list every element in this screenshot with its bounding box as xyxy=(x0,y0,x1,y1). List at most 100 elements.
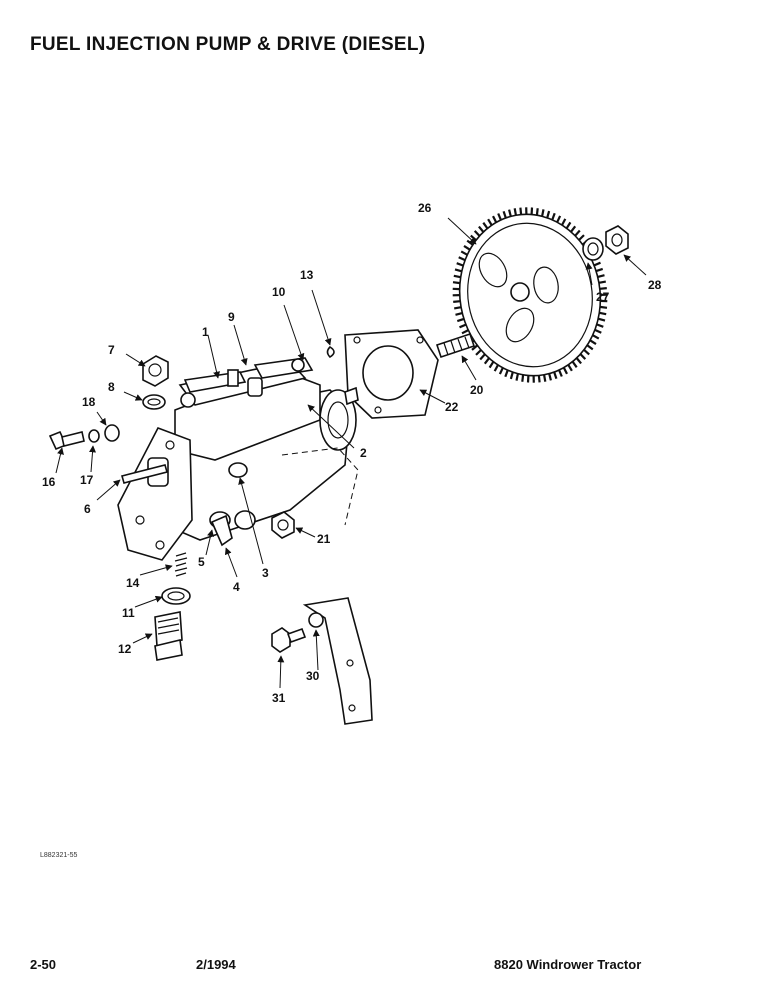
gear-tooth xyxy=(453,300,461,303)
gear-tooth xyxy=(597,274,605,278)
callout-8: 8 xyxy=(108,380,115,394)
gear-tooth xyxy=(535,208,539,216)
callout-27: 27 xyxy=(596,290,610,304)
banjo-bolt xyxy=(48,430,85,451)
gear-tooth xyxy=(599,287,607,290)
gear-tooth xyxy=(565,221,572,229)
gear-tooth xyxy=(562,367,568,375)
gear-tooth xyxy=(456,317,465,323)
gear-tooth xyxy=(548,373,552,381)
gear-tooth xyxy=(461,329,469,335)
callout-20: 20 xyxy=(470,383,484,397)
callout-30: 30 xyxy=(306,669,320,683)
gear-tooth xyxy=(553,371,558,380)
gear-tooth xyxy=(460,250,468,256)
gear-tooth xyxy=(466,239,474,246)
stud xyxy=(435,332,476,359)
gear-tooth xyxy=(595,267,604,273)
gear-tooth xyxy=(488,361,495,369)
page-number: 2-50 xyxy=(30,957,57,972)
callout-9: 9 xyxy=(228,310,235,324)
gear-tooth xyxy=(578,234,585,241)
gear-tooth xyxy=(599,311,607,316)
callout-21: 21 xyxy=(317,532,331,546)
gear-tooth xyxy=(551,212,556,221)
support-bracket xyxy=(302,597,373,725)
spring xyxy=(174,552,188,577)
callout-28: 28 xyxy=(648,278,662,292)
gear-tooth xyxy=(519,207,523,215)
gear-tooth xyxy=(571,360,578,368)
gear-tooth xyxy=(596,323,604,328)
gear-tooth xyxy=(556,215,562,223)
valve-washer xyxy=(161,587,191,605)
gear-tooth xyxy=(479,353,486,361)
gear-tooth xyxy=(478,225,485,233)
gear-tooth xyxy=(492,215,498,223)
gear-tooth xyxy=(521,374,525,382)
gear-tooth xyxy=(452,281,461,285)
gear-tooth xyxy=(475,349,482,356)
bracket-bolt xyxy=(271,627,307,653)
gear-tooth xyxy=(456,262,464,267)
gear-tooth xyxy=(593,261,601,267)
drive-gear xyxy=(452,207,608,383)
gear-tooth xyxy=(537,375,541,383)
gear-tooth xyxy=(586,344,594,351)
drive-outline-dashed xyxy=(281,447,359,526)
delivery-valve xyxy=(154,611,183,661)
injection-pump-body xyxy=(117,357,359,561)
model-name: 8820 Windrower Tractor xyxy=(494,957,642,972)
gear-tooth xyxy=(592,334,600,340)
gear-tooth xyxy=(579,353,587,360)
callout-16: 16 xyxy=(42,475,56,489)
gear-tooth xyxy=(558,369,563,377)
nut xyxy=(271,511,295,539)
gear-tooth xyxy=(567,364,573,372)
gear-tooth xyxy=(497,213,502,221)
lock-washer xyxy=(582,237,604,261)
gear-tooth xyxy=(599,305,608,309)
gear-tooth xyxy=(541,209,545,217)
gear-tooth xyxy=(463,244,471,251)
callout-4: 4 xyxy=(233,580,240,594)
sealing-washer xyxy=(142,394,166,410)
callout-17: 17 xyxy=(80,473,94,487)
woodruff-key xyxy=(326,345,335,359)
gear-tooth xyxy=(459,323,467,329)
fitting-plug xyxy=(142,355,169,387)
callout-13: 13 xyxy=(300,268,314,282)
callout-11: 11 xyxy=(122,606,135,620)
gear-tooth xyxy=(487,218,493,226)
gear-tooth xyxy=(455,312,463,316)
gear-tooth xyxy=(502,210,507,219)
gear-tooth xyxy=(483,357,490,365)
gear-tooth xyxy=(513,208,517,216)
gear-tooth xyxy=(543,374,547,382)
publication-date: 2/1994 xyxy=(196,957,236,972)
gear-tooth xyxy=(493,364,499,372)
callout-10: 10 xyxy=(272,285,286,299)
callout-numbers: 26 27 28 20 22 13 10 9 1 7 8 18 16 17 6 … xyxy=(42,201,662,705)
bracket-washer xyxy=(308,612,324,628)
gear-tooth xyxy=(583,348,590,356)
gear-tooth xyxy=(594,328,602,334)
gear-tooth xyxy=(458,256,466,262)
illustration-reference: L882321-55 xyxy=(40,852,78,859)
gear-tooth xyxy=(515,373,519,381)
gear-tooth xyxy=(504,369,509,378)
page-title: FUEL INJECTION PUMP & DRIVE (DIESEL) xyxy=(30,34,426,55)
callout-26: 26 xyxy=(418,201,432,215)
callout-7: 7 xyxy=(108,343,115,357)
gear-tooth xyxy=(575,357,582,365)
gear-tooth xyxy=(570,225,577,233)
gasket xyxy=(344,329,439,419)
gear-tooth xyxy=(498,367,504,375)
gear-tooth xyxy=(597,317,606,322)
banjo-washer xyxy=(88,429,100,443)
gear-tooth xyxy=(589,339,597,346)
leader-lines xyxy=(55,217,647,689)
callout-3: 3 xyxy=(262,566,269,580)
gear-tooth xyxy=(482,222,489,230)
